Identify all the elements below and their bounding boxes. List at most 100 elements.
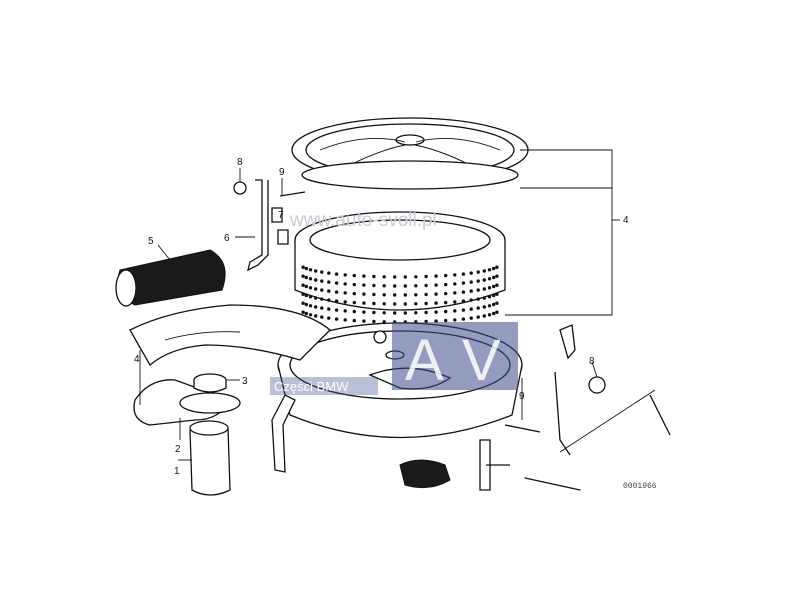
leader-lines bbox=[139, 149, 620, 461]
perforation-dot bbox=[308, 277, 313, 281]
perforation-dot bbox=[393, 284, 397, 288]
perforation-dot bbox=[334, 272, 339, 276]
perforation-dot bbox=[382, 275, 386, 279]
perforation-dot bbox=[362, 301, 366, 305]
callout-6: 6 bbox=[224, 233, 230, 244]
perforation-dot bbox=[453, 291, 457, 295]
perforation-dot bbox=[414, 275, 418, 279]
perforation-dot bbox=[334, 317, 339, 321]
perforation-dot bbox=[476, 279, 480, 283]
perforation-dot bbox=[469, 289, 473, 293]
perforation-dot bbox=[382, 293, 386, 297]
perforation-dot bbox=[334, 281, 339, 285]
perforation-dot bbox=[372, 292, 376, 297]
perforation-dot bbox=[382, 311, 386, 315]
perforation-dot bbox=[492, 311, 496, 316]
perforation-dot bbox=[487, 277, 492, 281]
callout-1: 1 bbox=[174, 466, 180, 477]
perforation-dot bbox=[304, 284, 308, 289]
perforation-dot bbox=[495, 283, 499, 287]
mounting-hardware-right bbox=[504, 324, 671, 456]
perforation-dot bbox=[424, 283, 428, 288]
loose-parts bbox=[399, 439, 581, 491]
perforation-dot bbox=[482, 278, 486, 282]
perforation-dot bbox=[372, 301, 376, 306]
perforation-dot bbox=[444, 273, 448, 278]
perforation-dot bbox=[469, 316, 473, 320]
perforation-dot bbox=[434, 301, 438, 305]
perforation-dot bbox=[403, 293, 407, 297]
perforation-dot bbox=[434, 274, 438, 278]
perforation-dot bbox=[476, 315, 480, 319]
perforation-dot bbox=[308, 286, 313, 290]
callout-9-top: 9 bbox=[279, 167, 285, 178]
perforation-dot bbox=[314, 287, 318, 291]
perforation-dot bbox=[476, 306, 480, 310]
perforation-dot bbox=[487, 295, 492, 299]
perforation-dot bbox=[453, 282, 457, 286]
perforation-dot bbox=[461, 290, 466, 294]
perforation-dot bbox=[492, 275, 496, 280]
perforation-dot bbox=[301, 292, 305, 296]
perforation-dot bbox=[453, 273, 457, 277]
intake-duct-lower bbox=[133, 379, 241, 426]
perforation-dot bbox=[492, 284, 496, 289]
perforation-dot bbox=[352, 300, 356, 305]
perforation-dot bbox=[372, 274, 376, 279]
perforation-dot bbox=[343, 309, 347, 313]
perforation-dot bbox=[495, 274, 499, 278]
watermark-parts-bg bbox=[270, 377, 378, 395]
perforation-dot bbox=[444, 309, 448, 314]
perforation-dot bbox=[434, 292, 438, 296]
perforation-dot bbox=[476, 297, 480, 301]
perforation-dot bbox=[301, 274, 305, 278]
perforation-dot bbox=[314, 278, 318, 282]
perforation-dot bbox=[393, 293, 397, 297]
perforation-dot bbox=[424, 292, 428, 297]
callout-9-right: 9 bbox=[519, 391, 525, 402]
perforation-dot bbox=[469, 307, 473, 311]
perforation-dot bbox=[444, 282, 448, 287]
perforation-dot bbox=[362, 310, 366, 314]
perforation-dot bbox=[495, 265, 499, 269]
perforation-dot bbox=[492, 293, 496, 298]
callout-8-right: 8 bbox=[589, 356, 595, 367]
perforation-dot bbox=[382, 284, 386, 288]
perforation-dot bbox=[320, 306, 324, 310]
perforation-dot bbox=[308, 304, 313, 308]
perforation-dot bbox=[482, 296, 486, 300]
perforation-dot bbox=[320, 270, 324, 274]
perforation-dot bbox=[444, 318, 448, 323]
air-filter-element bbox=[294, 211, 506, 324]
perforation-dot bbox=[352, 273, 356, 278]
callout-4-left: 4 bbox=[134, 354, 140, 365]
perforation-dot bbox=[327, 289, 331, 293]
perforation-dot bbox=[414, 302, 418, 306]
perforation-dot bbox=[372, 319, 376, 324]
perforation-dot bbox=[320, 288, 324, 292]
perforation-dot bbox=[314, 269, 318, 273]
perforation-dot bbox=[343, 318, 347, 322]
perforation-dot bbox=[469, 298, 473, 302]
perforation-dot bbox=[482, 269, 486, 273]
perforation-dot bbox=[352, 282, 356, 287]
perforation-dot bbox=[453, 318, 457, 322]
watermark-logo: A V bbox=[392, 322, 518, 393]
watermark-logo-a: A bbox=[405, 328, 444, 393]
perforation-dot bbox=[301, 301, 305, 305]
perforation-dot bbox=[476, 270, 480, 274]
perforation-dot bbox=[304, 311, 308, 316]
perforation-dot bbox=[343, 300, 347, 304]
perforation-dot bbox=[304, 302, 308, 307]
perforation-dot bbox=[495, 301, 499, 305]
perforation-dot bbox=[314, 296, 318, 300]
perforation-dot bbox=[352, 309, 356, 314]
perforation-dot bbox=[304, 293, 308, 298]
perforation-dot bbox=[434, 310, 438, 314]
perforation-dot bbox=[301, 310, 305, 314]
perforation-dot bbox=[393, 275, 397, 279]
perforation-dot bbox=[327, 280, 331, 284]
perforation-dot bbox=[362, 319, 366, 323]
perforation-dot bbox=[492, 302, 496, 307]
